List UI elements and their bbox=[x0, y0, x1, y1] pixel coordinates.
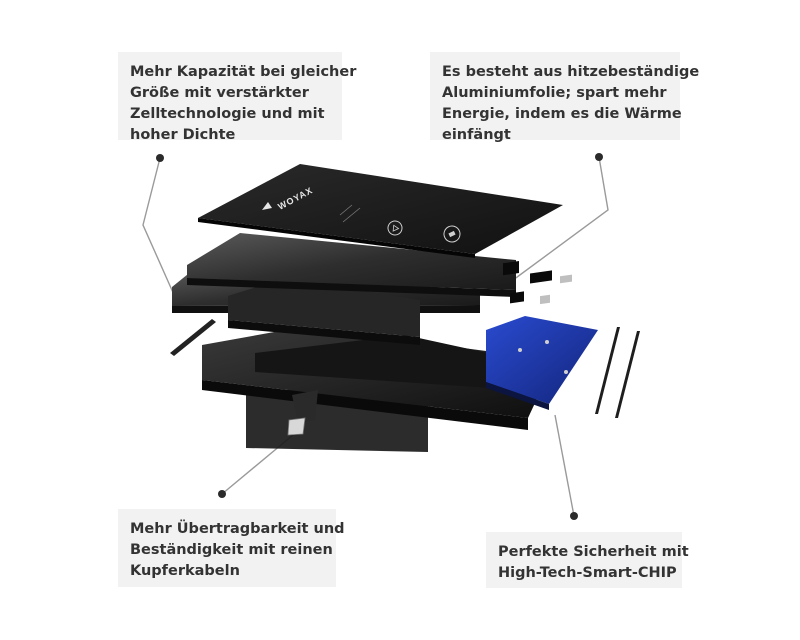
leader-dot-chip bbox=[570, 512, 578, 520]
callout-chip-line-1: Perfekte Sicherheit mit bbox=[498, 544, 689, 560]
callout-copper-cables: Mehr Übertragbarkeit und Beständigkeit m… bbox=[118, 509, 345, 587]
smart-chip-pcb bbox=[486, 261, 598, 410]
top-label-sheet: WOYAX bbox=[198, 164, 563, 258]
callout-smart-chip: Perfekte Sicherheit mit High-Tech-Smart-… bbox=[486, 532, 689, 588]
leader-line-capacity bbox=[142, 157, 176, 298]
callout-foil-line-4: einfängt bbox=[442, 127, 511, 143]
connector-pin-1 bbox=[595, 327, 620, 414]
certification-mark-icon bbox=[443, 225, 461, 243]
callout-capacity-line-3: Zelltechnologie und mit bbox=[130, 106, 325, 122]
callout-foil-line-3: Energie, indem es die Wärme bbox=[442, 106, 682, 122]
callout-capacity-line-1: Mehr Kapazität bei gleicher bbox=[130, 64, 357, 80]
callout-foil-line-1: Es besteht aus hitzebeständige bbox=[442, 64, 700, 80]
copper-cable-flex bbox=[287, 390, 318, 436]
leader-dot-copper bbox=[218, 490, 226, 498]
leader-line-foil bbox=[508, 156, 609, 284]
leader-line-chip bbox=[554, 414, 575, 517]
spec-text-lines bbox=[339, 204, 361, 223]
recycle-mark-icon bbox=[387, 220, 403, 236]
callout-aluminium-foil: Es besteht aus hitzebeständige Aluminium… bbox=[430, 52, 700, 143]
brand-logo-icon bbox=[262, 202, 272, 210]
connector-pin-2 bbox=[615, 331, 640, 418]
callout-copper-line-3: Kupferkabeln bbox=[130, 563, 240, 579]
battery-cell-body bbox=[202, 327, 555, 430]
callout-capacity-line-2: Größe mit verstärkter bbox=[130, 85, 309, 101]
upper-frame-layer bbox=[187, 233, 516, 297]
callout-foil-line-2: Aluminiumfolie; spart mehr bbox=[442, 85, 667, 101]
leader-dots bbox=[156, 153, 603, 520]
callout-chip-line-2: High-Tech-Smart-CHIP bbox=[498, 565, 677, 581]
callout-copper-line-1: Mehr Übertragbarkeit und bbox=[130, 521, 345, 537]
callout-copper-line-2: Beständigkeit mit reinen bbox=[130, 542, 333, 558]
callout-capacity: Mehr Kapazität bei gleicher Größe mit ve… bbox=[118, 52, 357, 143]
leader-dot-foil bbox=[595, 153, 603, 161]
callout-capacity-line-4: hoher Dichte bbox=[130, 127, 236, 143]
leader-dot-capacity bbox=[156, 154, 164, 162]
left-edge-strip bbox=[170, 319, 216, 356]
